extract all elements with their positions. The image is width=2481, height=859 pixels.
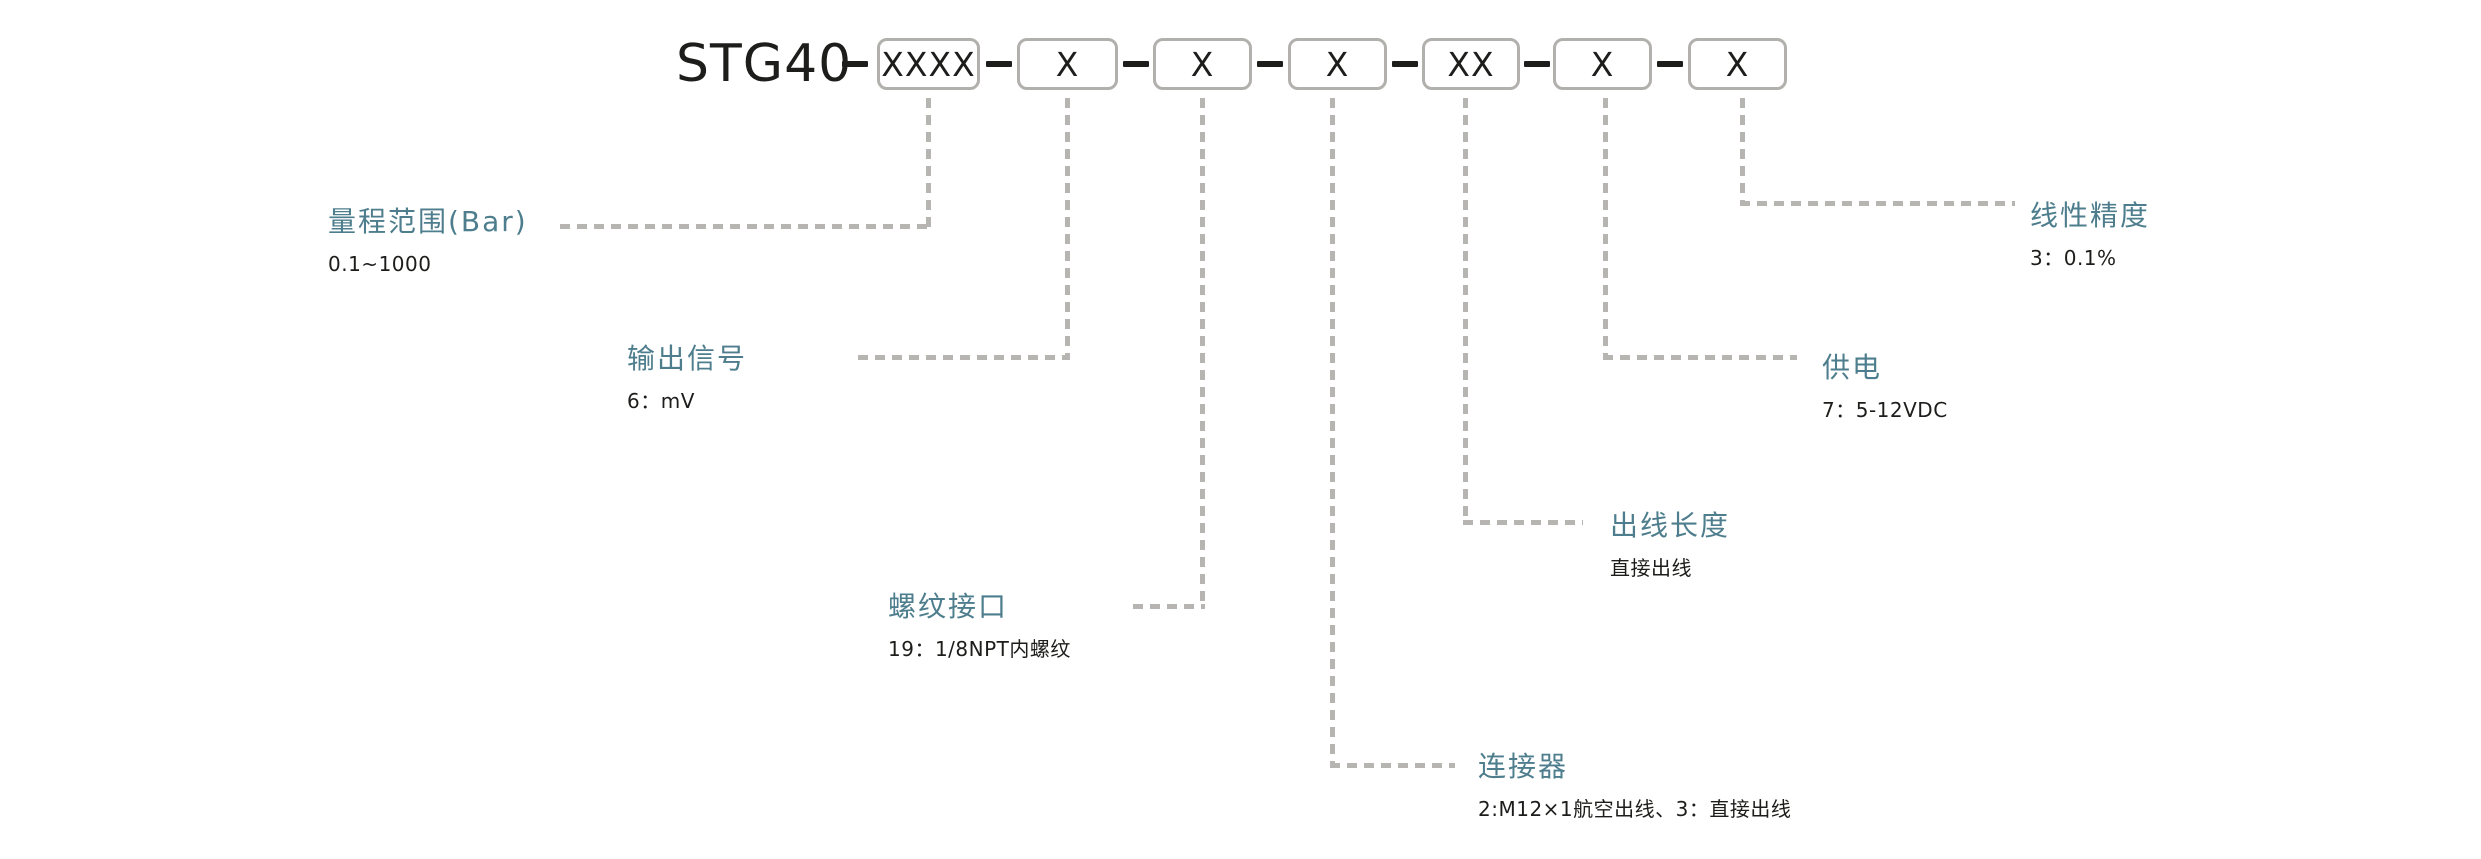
code-box-thread: X xyxy=(1153,38,1252,90)
field-power-value: 7：5-12VDC xyxy=(1822,398,1948,422)
field-connector-title: 连接器 xyxy=(1478,750,1569,783)
dash-separator xyxy=(1123,61,1149,67)
code-box-label: XX xyxy=(1447,44,1495,84)
field-cable-length-title: 出线长度 xyxy=(1610,509,1731,542)
dashed-connector-horizontal-accuracy xyxy=(1740,201,2015,206)
field-output-signal: 输出信号 6：mV xyxy=(627,343,747,413)
dash-separator xyxy=(1257,61,1283,67)
dashed-connector-horizontal-range xyxy=(560,224,931,229)
dashed-connector-vertical-connector xyxy=(1330,98,1335,768)
code-box-label: X xyxy=(1325,44,1350,84)
field-connector: 连接器 2:M12×1航空出线、3：直接出线 xyxy=(1478,751,1791,821)
dashed-connector-vertical-power xyxy=(1603,98,1608,359)
field-cable-length: 出线长度 直接出线 xyxy=(1610,510,1730,580)
field-power: 供电 7：5-12VDC xyxy=(1822,352,1948,422)
field-accuracy-value: 3：0.1% xyxy=(2030,246,2117,270)
dashed-connector-vertical-cable-length xyxy=(1463,98,1468,524)
code-box-accuracy: X xyxy=(1688,38,1787,90)
code-box-label: X xyxy=(1590,44,1615,84)
code-box-output: X xyxy=(1017,38,1118,90)
dash-separator xyxy=(842,61,868,67)
field-output-signal-title: 输出信号 xyxy=(627,342,748,375)
code-box-connector: X xyxy=(1288,38,1387,90)
code-box-cable-length: XX xyxy=(1422,38,1520,90)
dash-separator xyxy=(1657,61,1683,67)
field-power-title: 供电 xyxy=(1822,351,1883,384)
code-box-power: X xyxy=(1553,38,1652,90)
dashed-connector-horizontal-connector xyxy=(1330,763,1455,768)
field-range-title: 量程范围(Bar) xyxy=(328,205,528,238)
dashed-connector-horizontal-output xyxy=(858,355,1070,360)
code-box-label: X xyxy=(1055,44,1080,84)
dashed-connector-horizontal-thread xyxy=(1133,604,1205,609)
dashed-connector-horizontal-power xyxy=(1603,355,1797,360)
dash-separator xyxy=(1524,61,1550,67)
model-title: STG40 xyxy=(676,34,853,94)
field-accuracy-title: 线性精度 xyxy=(2030,199,2151,232)
dash-separator xyxy=(1392,61,1418,67)
dashed-connector-horizontal-cable-length xyxy=(1463,520,1583,525)
dash-separator xyxy=(986,61,1012,67)
field-range: 量程范围(Bar) 0.1~1000 xyxy=(328,206,528,276)
field-cable-length-value: 直接出线 xyxy=(1610,556,1692,580)
field-output-signal-value: 6：mV xyxy=(627,389,695,413)
field-thread: 螺纹接口 19：1/8NPT内螺纹 xyxy=(888,591,1071,661)
field-connector-value: 2:M12×1航空出线、3：直接出线 xyxy=(1478,797,1792,821)
code-box-label: XXXX xyxy=(881,44,976,84)
field-thread-title: 螺纹接口 xyxy=(888,590,1009,623)
field-range-value: 0.1~1000 xyxy=(328,252,432,276)
code-box-range: XXXX xyxy=(877,38,980,90)
dashed-connector-vertical-output xyxy=(1065,98,1070,358)
field-accuracy: 线性精度 3：0.1% xyxy=(2030,200,2150,270)
dashed-connector-vertical-range xyxy=(926,98,931,228)
field-thread-value: 19：1/8NPT内螺纹 xyxy=(888,637,1071,661)
code-box-label: X xyxy=(1190,44,1215,84)
dashed-connector-vertical-accuracy xyxy=(1740,98,1745,205)
code-box-label: X xyxy=(1725,44,1750,84)
dashed-connector-vertical-thread xyxy=(1200,98,1205,607)
